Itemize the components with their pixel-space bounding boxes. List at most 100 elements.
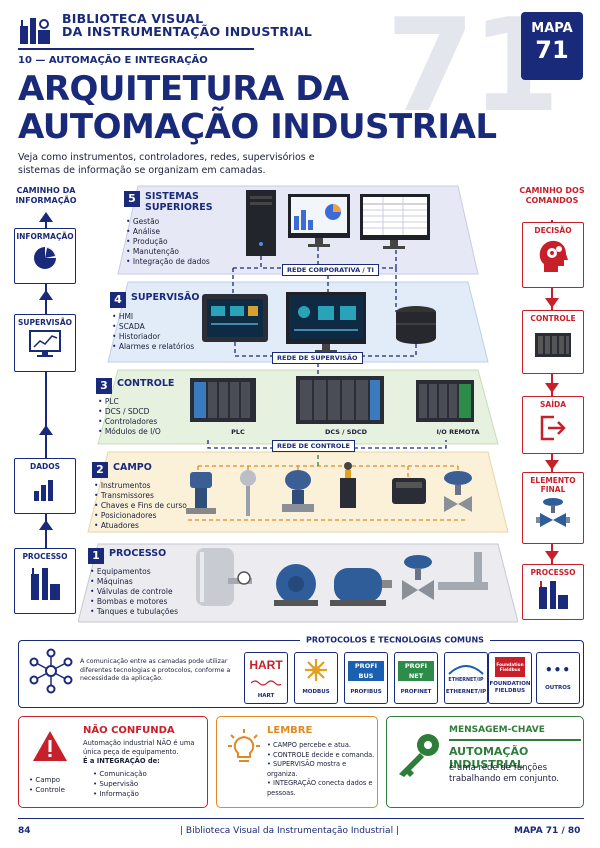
list-item: Controladores	[98, 417, 188, 427]
page-title: ARQUITETURA DA AUTOMAÇÃO INDUSTRIAL	[18, 70, 497, 146]
plc-rack-icon	[535, 333, 571, 357]
arrow-up-icon	[39, 212, 53, 222]
ethernet-ip-logo-icon	[448, 665, 484, 675]
factory-icon	[31, 568, 60, 600]
database-icon	[396, 306, 436, 344]
command-step-label: ELEMENTO FINAL	[530, 476, 576, 494]
list-item: SCADA	[112, 322, 210, 332]
dont-confuse-title: NÃO CONFUNDA	[83, 725, 175, 736]
network-nodes-icon	[29, 648, 73, 694]
list-item: Historiador	[112, 332, 210, 342]
layer-items: PLC DCS / SDCD Controladores Módulos de …	[98, 397, 188, 437]
layer-title: SISTEMAS SUPERIORES	[145, 191, 213, 213]
layer-items: Gestão Análise Produção Manutenção Integ…	[126, 217, 236, 267]
map-badge-label: MAPA	[531, 21, 573, 36]
key-message-rule	[449, 739, 581, 741]
lightbulb-icon	[228, 729, 260, 762]
protocol-others: ••• OUTROS	[536, 652, 580, 704]
command-step-decision: DECISÃO	[522, 222, 584, 288]
list-item: Produção	[126, 237, 236, 247]
protocol-label: PROFINET	[400, 689, 432, 695]
layer-title: PROCESSO	[109, 548, 167, 559]
page-number: 84	[18, 826, 31, 836]
positioner-icon	[392, 478, 426, 504]
footer-map-index: MAPA 71 / 80	[514, 826, 581, 836]
map-badge: MAPA 71	[521, 12, 583, 80]
analytics-monitor-icon	[288, 194, 350, 247]
pipe-icon	[438, 552, 488, 590]
list-item: Integração de dados	[126, 257, 236, 267]
plc-label: PLC	[231, 428, 245, 436]
layer-title: CONTROLE	[117, 378, 175, 389]
key-message-title: MENSAGEM-CHAVE	[449, 725, 545, 735]
command-step-final-element: ELEMENTO FINAL	[522, 472, 584, 544]
command-path-title: CAMINHO DOS COMANDOS	[519, 186, 585, 205]
dont-confuse-subtitle: É a INTEGRAÇÃO de:	[83, 757, 160, 765]
list-item: Transmissores	[94, 491, 192, 501]
layer-title: SUPERVISÃO	[131, 292, 200, 303]
protocol-label: FOUNDATION FIELDBUS	[489, 681, 531, 694]
plc-rack-icon	[190, 378, 256, 422]
list-item: Tanques e tubulações	[90, 607, 188, 617]
list-item: Máquinas	[90, 577, 188, 587]
list-item: Gestão	[126, 217, 236, 227]
list-item: Campo	[29, 775, 65, 785]
key-message-card: MENSAGEM-CHAVE AUTOMAÇÃO INDUSTRIAL é um…	[386, 716, 584, 808]
dcs-label: DCS / SDCD	[324, 428, 368, 436]
warning-icon	[33, 731, 67, 761]
corporate-network-label: REDE CORPORATIVA / TI	[282, 264, 379, 276]
list-item: Supervisão	[93, 779, 147, 789]
control-network-label: REDE DE CONTROLE	[272, 440, 355, 452]
foundation-fieldbus-logo: Foundation Fieldbus	[495, 657, 525, 677]
command-step-output: SAÍDA	[522, 396, 584, 454]
layer-number: 5	[124, 191, 140, 207]
command-step-label: PROCESSO	[530, 568, 576, 577]
flow-transmitter-icon	[282, 470, 314, 512]
info-step-label: PROCESSO	[22, 552, 68, 561]
layer-items: HMI SCADA Historiador Alarmes e relatóri…	[112, 312, 210, 352]
list-item: Chaves e Fins de curso	[94, 501, 192, 511]
info-step-information: INFORMAÇÃO	[14, 228, 76, 284]
arrow-down-icon	[545, 551, 559, 561]
list-item: CAMPO percebe e atua.	[267, 741, 375, 751]
list-item: Instrumentos	[94, 481, 192, 491]
info-step-label: SUPERVISÃO	[17, 318, 73, 327]
monitor-chart-icon	[29, 330, 61, 357]
command-step-control: CONTROLE	[522, 310, 584, 374]
arrow-up-icon	[39, 520, 53, 530]
list-item: Manutenção	[126, 247, 236, 257]
temperature-sensor-icon	[240, 470, 256, 516]
list-item: Atuadores	[94, 521, 192, 531]
server-tower-icon	[246, 190, 276, 256]
dont-confuse-list-right: Comunicação Supervisão Informação	[93, 769, 147, 799]
control-valve-icon	[402, 555, 434, 600]
pressure-gauge-icon	[237, 571, 251, 585]
factory-icon	[539, 581, 568, 609]
protocol-label: HART	[257, 693, 275, 699]
list-item: Alarmes e relatórios	[112, 342, 210, 352]
info-step-label: INFORMAÇÃO	[16, 232, 74, 241]
control-valve-icon	[536, 498, 570, 527]
information-path-title: CAMINHO DA INFORMAÇÃO	[15, 186, 77, 205]
dont-confuse-list-left: Campo Controle	[29, 775, 65, 795]
list-item: HMI	[112, 312, 210, 322]
arrow-up-icon	[39, 425, 53, 435]
library-logo-icon	[18, 12, 52, 46]
map-badge-number: 71	[535, 36, 569, 64]
list-item: Informação	[93, 789, 147, 799]
pressure-transmitter-icon	[186, 472, 216, 514]
arrow-up-icon	[39, 290, 53, 300]
protocol-ethernet-ip: ETHERNET/IP ETHERNET/IP	[444, 652, 488, 704]
electric-motor-icon	[330, 568, 392, 606]
layer-title: CAMPO	[113, 462, 152, 473]
wave-icon	[250, 680, 284, 686]
footer-rule	[18, 818, 584, 819]
series-title-line1: BIBLIOTECA VISUAL	[62, 11, 204, 26]
list-item: PLC	[98, 397, 188, 407]
pie-chart-icon	[34, 247, 56, 269]
head-gears-icon	[539, 240, 568, 272]
limit-switch-icon	[340, 462, 356, 508]
